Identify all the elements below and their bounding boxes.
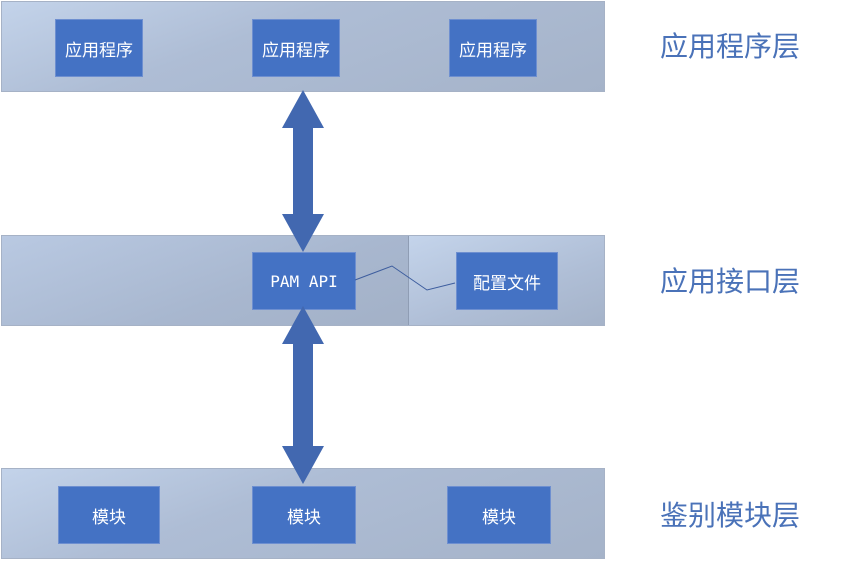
- application-layer: 应用程序 应用程序 应用程序: [1, 1, 605, 92]
- application-layer-label: 应用程序层: [660, 30, 801, 63]
- module-layer-label: 鉴别模块层: [660, 499, 801, 532]
- app-box-2: 应用程序: [252, 19, 340, 77]
- module-box-3: 模块: [447, 486, 551, 544]
- double-arrow-top: [282, 90, 324, 252]
- double-arrow-bottom: [282, 306, 324, 484]
- config-link-line: [354, 265, 456, 291]
- module-box-2: 模块: [252, 486, 356, 544]
- interface-layer-label: 应用接口层: [660, 265, 801, 298]
- app-box-1: 应用程序: [55, 19, 143, 77]
- module-box-1: 模块: [58, 486, 160, 544]
- config-file-box: 配置文件: [456, 252, 558, 310]
- app-box-3: 应用程序: [449, 19, 537, 77]
- pam-api-box: PAM API: [252, 252, 356, 310]
- interface-divider: [408, 236, 409, 325]
